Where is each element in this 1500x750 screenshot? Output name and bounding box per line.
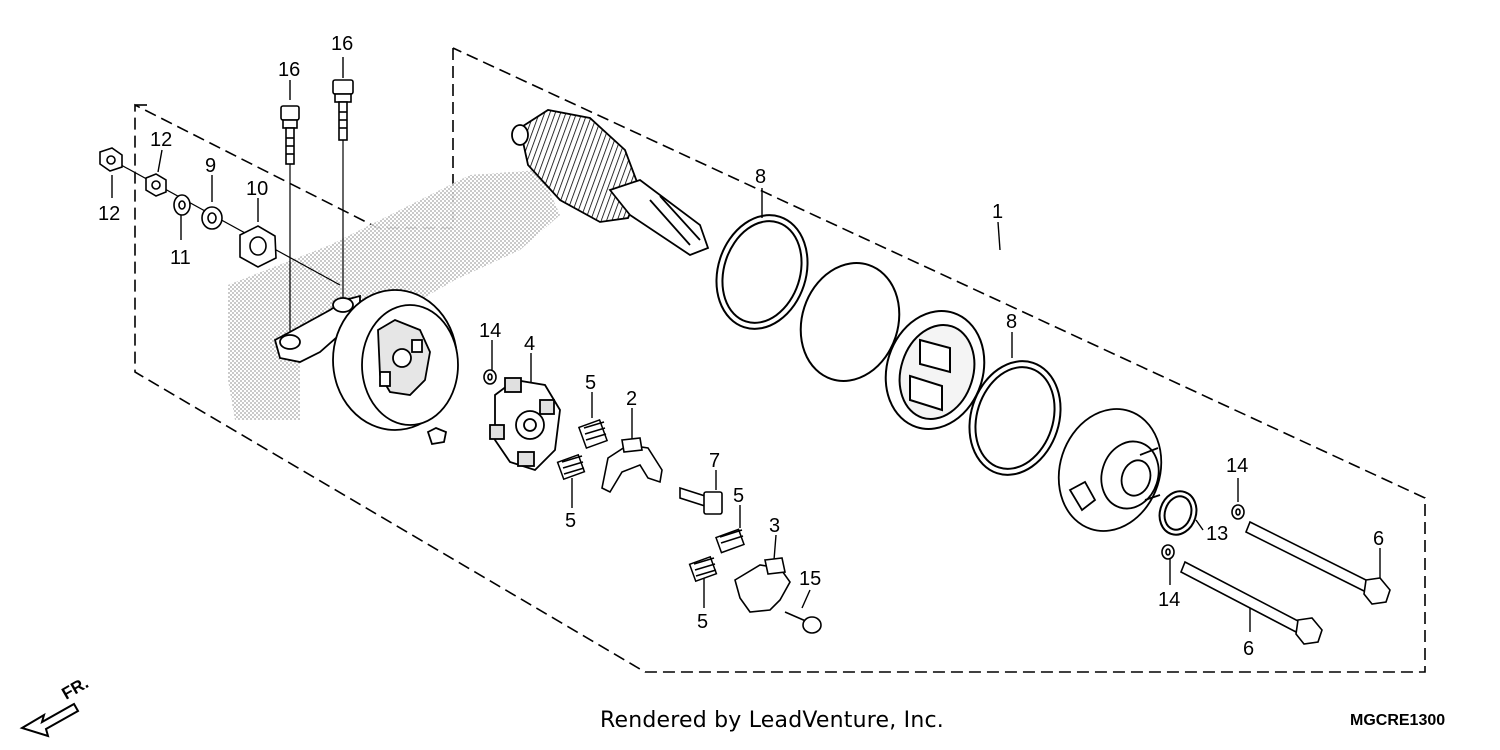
bolt-16-right [332, 79, 354, 141]
brush-3 [734, 557, 791, 613]
leader-lines [111, 57, 1381, 632]
callout-5-c: 5 [733, 485, 744, 507]
callout-12-upper: 12 [150, 129, 172, 151]
washer-11 [173, 194, 191, 216]
callout-1: 1 [992, 201, 1003, 223]
callout-16-right: 16 [331, 33, 353, 55]
callout-8-left: 8 [755, 166, 766, 188]
callout-12-lower: 12 [98, 203, 120, 225]
o-ring-13 [1158, 490, 1198, 536]
screw-15 [784, 611, 822, 634]
callout-13: 13 [1206, 523, 1228, 545]
callout-9: 9 [205, 155, 216, 177]
seal-9 [201, 206, 223, 230]
nut-12-inner [145, 173, 167, 197]
direction-label: FR. [59, 673, 92, 703]
callout-14-brush: 14 [479, 320, 501, 342]
brush-holder-4 [489, 377, 561, 472]
callout-2: 2 [626, 388, 637, 410]
washer-14-brush [483, 369, 497, 385]
callout-14-upper: 14 [1226, 455, 1248, 477]
spring-5-a [577, 418, 609, 450]
o-ring-8-right [968, 360, 1062, 476]
callout-4: 4 [524, 333, 535, 355]
callout-3: 3 [769, 515, 780, 537]
terminal-bolt-7 [679, 486, 723, 515]
spring-5-d [688, 555, 718, 583]
rear-cover [1057, 408, 1163, 532]
through-bolt-6-lower [1179, 560, 1323, 645]
o-ring-8-left [715, 214, 809, 330]
brush-2 [601, 437, 663, 494]
callout-16-left: 16 [278, 59, 300, 81]
armature [511, 109, 710, 257]
callout-11: 11 [170, 247, 191, 269]
insulator-10 [239, 225, 277, 268]
washer-14-lower [1161, 544, 1175, 560]
yoke [799, 262, 986, 430]
callout-6-upper: 6 [1373, 528, 1384, 550]
nut-12-outer [99, 147, 123, 172]
callout-labels: 16 16 12 12 9 10 11 8 1 8 14 4 5 2 5 7 5… [98, 33, 1384, 660]
through-bolt-6-upper [1244, 520, 1391, 605]
callout-6-lower: 6 [1243, 638, 1254, 660]
spring-5-c [715, 528, 745, 554]
callout-8-right: 8 [1006, 311, 1017, 333]
render-credit: Rendered by LeadVenture, Inc. [600, 708, 944, 733]
callout-14-lower: 14 [1158, 589, 1180, 611]
callout-15: 15 [799, 568, 821, 590]
callout-5-a: 5 [585, 372, 596, 394]
front-cover [273, 289, 459, 446]
washer-14-upper [1231, 504, 1245, 520]
callout-10: 10 [246, 178, 268, 200]
diagram-code: MGCRE1300 [1350, 712, 1446, 729]
spring-5-b [556, 453, 586, 481]
bolt-16-left [280, 105, 300, 165]
front-direction-arrow: FR. [19, 673, 92, 738]
callout-7: 7 [709, 450, 720, 472]
callout-5-b: 5 [565, 510, 576, 532]
callout-5-d: 5 [697, 611, 708, 633]
